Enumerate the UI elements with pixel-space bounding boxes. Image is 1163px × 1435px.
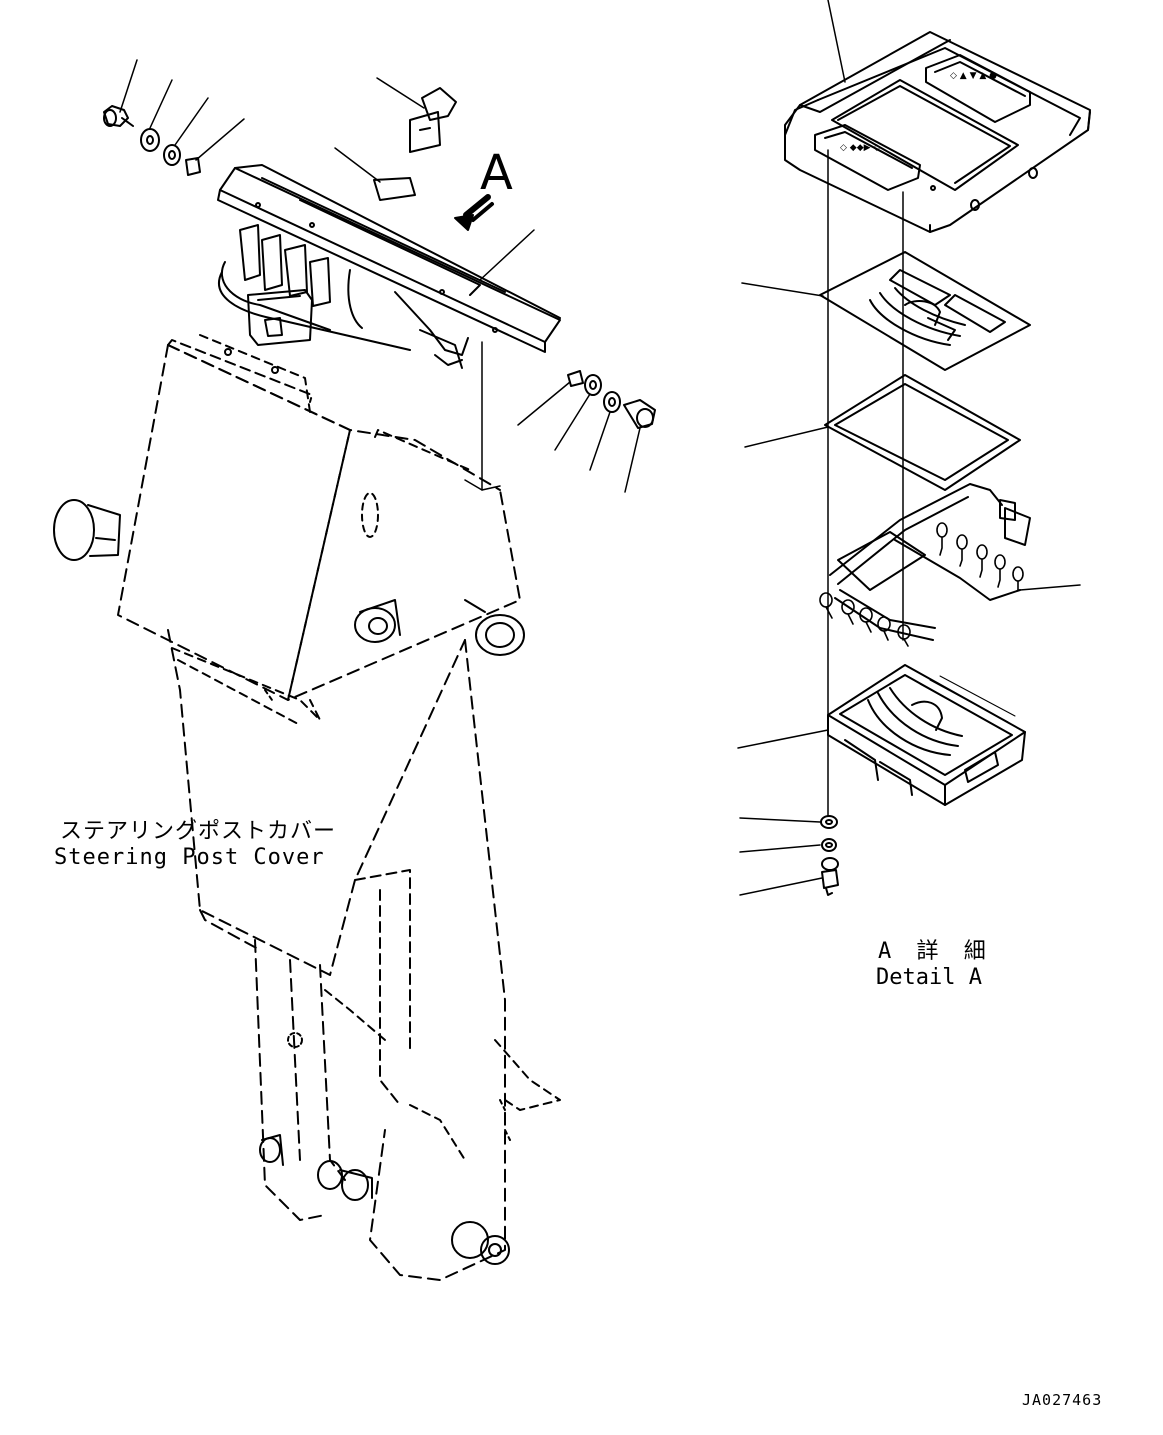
svg-text:◇ ◆◆▶ ◇: ◇ ◆◆▶ ◇: [840, 143, 880, 153]
steering-post-cover: [54, 335, 560, 1280]
view-arrow-a: [455, 197, 492, 230]
detail-label-english: Detail A: [876, 965, 982, 990]
drawing-number: JA027463: [1022, 1391, 1103, 1409]
lower-fasteners: [518, 371, 655, 492]
cover-label-english: Steering Post Cover: [54, 845, 325, 870]
cover-label-japanese: ステアリングポストカバー: [60, 819, 337, 844]
upper-left-fasteners: [104, 60, 244, 175]
view-callout-letter: A: [480, 145, 513, 201]
monitor-switch: [335, 78, 456, 200]
detail-label-japanese: A 詳 細: [878, 939, 992, 964]
detail-a-view: ◇ ▲ ▼ ▲ ● ◇ ◆◆▶ ◇: [738, 0, 1090, 895]
svg-text:◇ ▲ ▼ ▲ ●: ◇ ▲ ▼ ▲ ●: [950, 71, 997, 81]
monitor-assembly: [218, 165, 560, 490]
